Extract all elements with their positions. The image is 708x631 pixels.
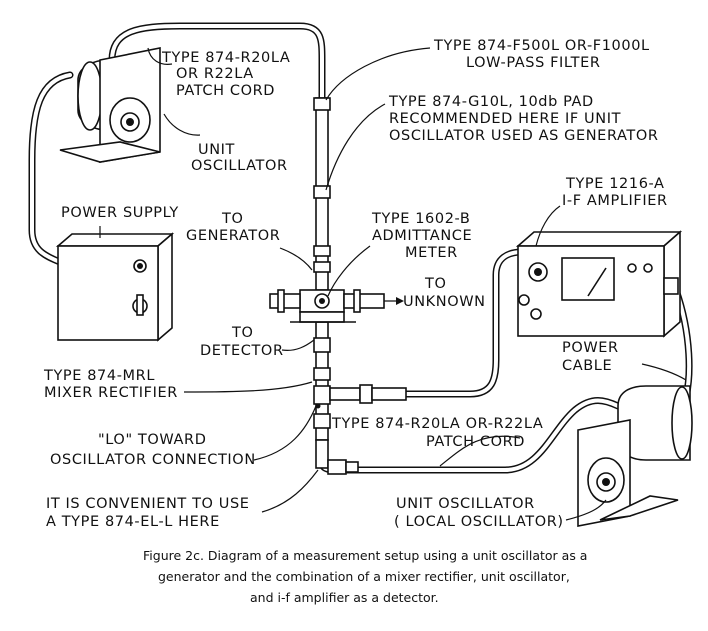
convenient-label-line2: A TYPE 874-EL-L HERE (46, 514, 220, 530)
pad-label-line3: OSCILLATOR USED AS GENERATOR (389, 128, 659, 144)
admittance-meter-label-line1: TYPE 1602-B (371, 211, 470, 227)
figure-caption: Figure 2c. Diagram of a measurement setu… (143, 548, 587, 605)
bottom-patch-cord (318, 397, 622, 474)
lowpass-filter-label-line1: TYPE 874-F500L OR-F1000L (433, 38, 650, 54)
generator-coupling (313, 245, 331, 257)
pad-label-line1: TYPE 874-G10L, 10db PAD (388, 94, 594, 110)
power-supply-label: POWER SUPPLY (61, 205, 179, 221)
mixer-to-if-cable (401, 248, 526, 398)
convenient-label-line1: IT IS CONVENIENT TO USE (46, 496, 250, 512)
patch-cord-top-label-line3: PATCH CORD (176, 83, 275, 99)
mixer-rectifier-label-line1: TYPE 874-MRL (43, 368, 155, 384)
to-detector-label-line2: DETECTOR (200, 343, 284, 359)
caption-line1: Figure 2c. Diagram of a measurement setu… (143, 548, 587, 563)
to-detector-label-line1: TO (231, 325, 253, 341)
detector-coupling (313, 337, 331, 353)
to-generator-label-line2: GENERATOR (186, 228, 280, 244)
top-patch-cord (108, 22, 326, 114)
to-unknown-label-line1: TO (424, 276, 446, 292)
pad-coupling (313, 185, 331, 199)
local-unit-oscillator (577, 385, 693, 527)
unit-oscillator-top-label-line2: OSCILLATOR (191, 158, 288, 174)
lowpass-filter-coupling (313, 97, 331, 111)
mixer-rectifier (313, 384, 407, 429)
mixer-rectifier-label-line2: MIXER RECTIFIER (44, 385, 178, 401)
upper-unit-oscillator (59, 47, 161, 163)
patch-cord-bottom-label-line2: PATCH CORD (426, 434, 525, 450)
lowpass-filter-label-line2: LOW-PASS FILTER (466, 55, 601, 71)
if-amplifier (515, 230, 683, 338)
power-cable-label-line2: CABLE (562, 358, 612, 374)
power-supply (55, 232, 175, 342)
lo-label-line2: OSCILLATOR CONNECTION (50, 452, 256, 468)
admittance-meter-label-line3: METER (405, 245, 458, 261)
patch-cord-top-label-line1: TYPE 874-R20LA (161, 50, 290, 66)
elbow-connector (315, 439, 359, 475)
leader-lines (99, 47, 687, 521)
caption-line3: and i-f amplifier as a detector. (250, 590, 439, 605)
admittance-meter (269, 289, 385, 323)
caption-line2: generator and the combination of a mixer… (158, 569, 570, 584)
if-amplifier-label-line1: TYPE 1216-A (565, 176, 665, 192)
to-generator-label-line1: TO (221, 211, 243, 227)
if-amplifier-label-line2: I-F AMPLIFIER (562, 193, 668, 209)
annotation-labels: TYPE 874-R20LA OR R22LA PATCH CORD UNIT … (43, 38, 668, 530)
local-oscillator-label-line2: ( LOCAL OSCILLATOR) (394, 514, 564, 530)
pad-label-line2: RECOMMENDED HERE IF UNIT (389, 111, 621, 127)
patch-cord-top-label-line2: OR R22LA (176, 66, 254, 82)
admittance-meter-label-line2: ADMITTANCE (372, 228, 472, 244)
local-oscillator-label-line1: UNIT OSCILLATOR (396, 496, 535, 512)
unit-oscillator-top-label-line1: UNIT (198, 142, 235, 158)
to-unknown-label-line2: UNKNOWN (403, 294, 486, 310)
oscillator-power-cable (28, 71, 74, 266)
power-cable-label-line1: POWER (562, 340, 619, 356)
lo-label-line1: "LO" TOWARD (98, 432, 207, 448)
main-coax-column (313, 97, 331, 441)
patch-cord-bottom-label-line1: TYPE 874-R20LA OR-R22LA (331, 416, 543, 432)
